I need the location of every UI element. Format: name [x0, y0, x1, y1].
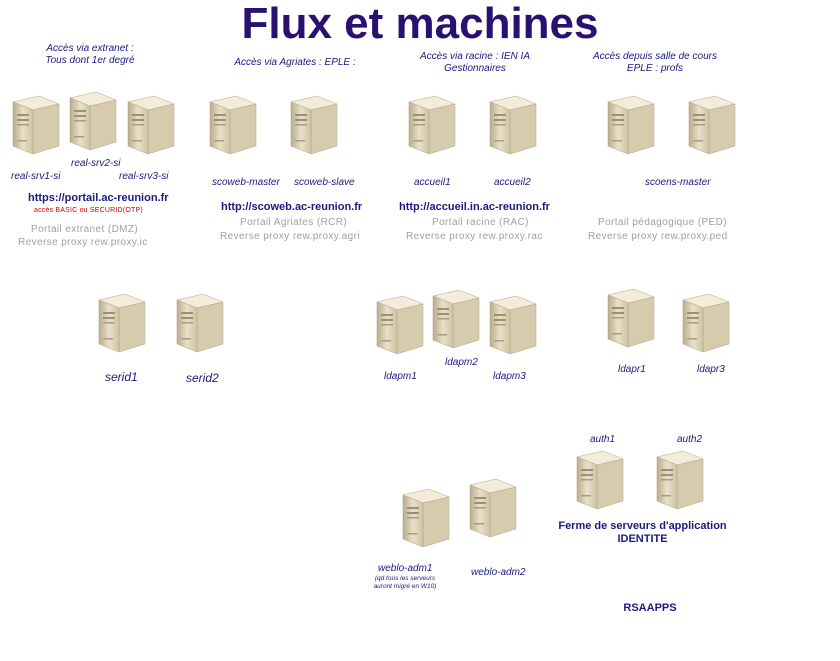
header-extranet-line2: Tous dont 1er degré [45, 55, 135, 66]
farm-caption: Ferme de serveurs d'application IDENTITE [545, 520, 740, 546]
farm-caption-line2: IDENTITE [617, 533, 668, 545]
header-racine-line1: Accès via racine : IEN IA [419, 51, 531, 62]
server-icon-scoens-1 [604, 92, 658, 158]
header-salle-line2: EPLE : profs [626, 63, 684, 74]
scoweb-description: Portail Agriates (RCR) [240, 217, 348, 228]
label-ldapm3: ldapm3 [493, 371, 526, 382]
label-weblo-adm1: weblo-adm1 [378, 563, 433, 574]
rsaapps-label: RSAAPPS [623, 602, 677, 614]
server-icon-ldapm2 [429, 286, 483, 352]
label-serid1: serid1 [105, 370, 138, 384]
server-icon-auth1 [573, 447, 627, 513]
label-auth2: auth2 [677, 434, 703, 445]
scoweb-proxy: Reverse proxy rew.proxy.agri [220, 231, 360, 242]
label-ldapm1: ldapm1 [384, 371, 417, 382]
url-scoweb: http://scoweb.ac-reunion.fr [221, 201, 363, 213]
label-ldapm2: ldapm2 [445, 357, 478, 368]
server-icon-real-srv3 [124, 92, 178, 158]
server-icon-auth2 [653, 447, 707, 513]
accueil-proxy: Reverse proxy rew.proxy.rac [406, 231, 543, 242]
server-icon-scoweb-master [206, 92, 260, 158]
server-icon-scoens-2 [685, 92, 739, 158]
server-icon-serid2 [173, 290, 227, 356]
label-serid2: serid2 [186, 371, 219, 385]
server-icon-real-srv2 [66, 88, 120, 154]
server-icon-scoweb-slave [287, 92, 341, 158]
server-icon-weblo-adm2 [466, 475, 520, 541]
header-salle: Accès depuis salle de cours EPLE : profs [570, 51, 740, 75]
header-agriates: Accès via Agriates : EPLE : [234, 57, 356, 68]
accueil-description: Portail racine (RAC) [432, 217, 529, 228]
label-scoweb-slave: scoweb-slave [294, 177, 355, 188]
label-scoens-master: scoens-master [645, 177, 711, 188]
server-icon-ldapm3 [486, 292, 540, 358]
server-icon-serid1 [95, 290, 149, 356]
header-salle-line1: Accès depuis salle de cours [593, 51, 717, 62]
label-scoweb-master: scoweb-master [212, 177, 280, 188]
server-icon-ldapr1 [604, 285, 658, 351]
server-icon-accueil1 [405, 92, 459, 158]
label-ldapr3: ldapr3 [697, 364, 725, 375]
label-real-srv1: real-srv1-si [11, 171, 61, 182]
label-auth1: auth1 [590, 434, 616, 445]
scoens-description: Portail pédagogique (PED) [598, 217, 727, 228]
portail-access-note: accès BASIC ou SECURID(OTP) [34, 207, 143, 214]
label-real-srv3: real-srv3-si [119, 171, 169, 182]
label-real-srv2: real-srv2-si [71, 158, 121, 169]
weblo-note-line2: auront migré en W10) [373, 583, 437, 590]
page-title: Flux et machines [241, 0, 599, 48]
header-extranet: Accès via extranet : Tous dont 1er degré [20, 43, 160, 67]
portail-description: Portail extranet (DMZ) [31, 224, 139, 235]
server-icon-real-srv1 [9, 92, 63, 158]
scoens-proxy: Reverse proxy rew.proxy.ped [588, 231, 728, 242]
weblo-note-line1: (qd tous les serveurs [374, 575, 436, 582]
server-icon-weblo-adm1 [399, 485, 453, 551]
label-accueil2: accueil2 [494, 177, 531, 188]
url-accueil: http://accueil.in.ac-reunion.fr [399, 201, 550, 213]
url-portail: https://portail.ac-reunion.fr [28, 192, 169, 204]
server-icon-ldapm1 [373, 292, 427, 358]
label-weblo-adm2: weblo-adm2 [471, 567, 526, 578]
header-racine-line2: Gestionnaires [444, 63, 506, 74]
header-extranet-line1: Accès via extranet : [46, 43, 134, 54]
header-racine: Accès via racine : IEN IA Gestionnaires [395, 51, 555, 75]
farm-caption-line1: Ferme de serveurs d'application [558, 520, 727, 532]
label-ldapr1: ldapr1 [618, 364, 646, 375]
server-icon-accueil2 [486, 92, 540, 158]
weblo-note: (qd tous les serveurs auront migré en W1… [350, 575, 460, 591]
server-icon-ldapr3 [679, 290, 733, 356]
label-accueil1: accueil1 [414, 177, 451, 188]
portail-proxy: Reverse proxy rew.proxy.ic [18, 237, 148, 248]
